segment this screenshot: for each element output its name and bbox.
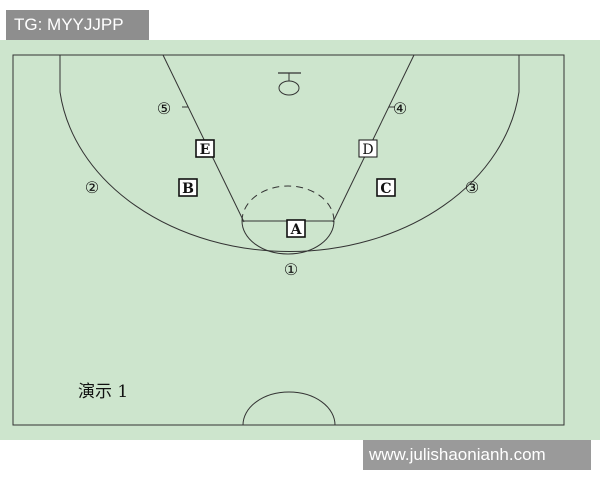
free-throw-circle-top-dashed <box>241 185 335 222</box>
court-background <box>0 40 600 440</box>
circled-marker-3: ③ <box>465 178 479 197</box>
court-boundary <box>12 54 565 426</box>
circled-marker-2: ② <box>85 178 99 197</box>
lane-line-right <box>332 54 415 223</box>
marker-A: A <box>286 219 306 238</box>
circled-marker-1: ① <box>284 260 298 279</box>
watermark-bottom: www.julishaonianh.com <box>363 440 591 470</box>
basket-hoop <box>278 80 300 96</box>
svg-text:A: A <box>290 222 303 238</box>
circled-marker-5: ⑤ <box>157 99 171 118</box>
marker-B: B <box>178 178 198 197</box>
three-point-line <box>59 55 520 253</box>
svg-text:E: E <box>200 142 211 158</box>
watermark-top: TG: MYYJJPP <box>6 10 149 40</box>
free-throw-circle-bottom <box>241 220 335 255</box>
lane-line-left <box>162 54 245 223</box>
svg-text:B: B <box>182 181 194 197</box>
svg-text:D: D <box>362 142 373 158</box>
diagram-caption: 演示 1 <box>78 382 128 402</box>
svg-text:C: C <box>380 181 391 197</box>
center-circle <box>242 391 336 426</box>
circled-marker-4: ④ <box>393 99 407 118</box>
marker-D: D <box>358 139 378 158</box>
marker-C: C <box>376 178 396 197</box>
marker-E: E <box>195 139 215 158</box>
